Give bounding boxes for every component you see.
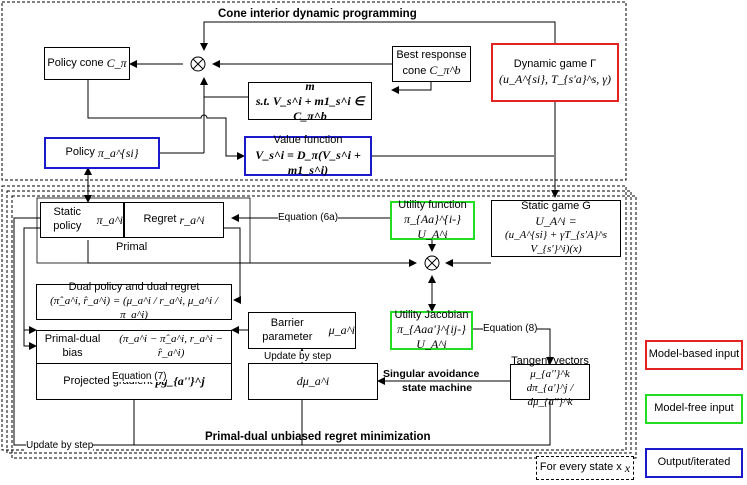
legend-model-free: Model-free input bbox=[645, 394, 743, 424]
singular-avoidance-label: Singular avoidance bbox=[383, 368, 480, 380]
legend-model-based: Model-based input bbox=[645, 340, 743, 370]
dual-policy-box: Dual policy and dual regret (π̂_a^i, r̂_… bbox=[36, 281, 232, 321]
utility-function-box: Utility function π_{Aa}^{i-} U_A^i bbox=[390, 199, 475, 241]
edge-label-update-by-step: Update by step bbox=[264, 351, 332, 362]
tangent-vectors-box: Tangent vectors μ_{a''}^k dπ_{a'}^j / dμ… bbox=[510, 354, 590, 408]
group-stack-3 bbox=[11, 195, 637, 459]
math-c-pi: C_π bbox=[106, 56, 127, 70]
primal-dual-bias-box: Primal-dual bias(π_a^i − π̂_a^i, r_a^i −… bbox=[36, 330, 232, 364]
dynamic-game-box: Dynamic game Γ (u_A^{si}, T_{s'a}^s, γ) bbox=[491, 43, 619, 102]
m-constraint-box: m s.t. V_s^i + m1_s^i ∈ C_π^b bbox=[248, 79, 372, 123]
value-function-box: Value function V_s^i = D_π(V_s^i + m1_s^… bbox=[244, 134, 372, 177]
group-stack-2 bbox=[6, 190, 632, 454]
dmu-box: dμ_a^i bbox=[248, 363, 378, 400]
sum-junction-bottom bbox=[424, 255, 440, 271]
state-machine-label: state machine bbox=[402, 382, 473, 394]
edge-label-eq8: Equation (8) bbox=[483, 323, 538, 334]
sum-junction-top bbox=[190, 56, 206, 72]
edge-label-eq7: Equation (7) bbox=[112, 371, 167, 382]
best-response-box: Best response cone C_π^b bbox=[392, 46, 471, 82]
group-cone-dp bbox=[1, 1, 627, 181]
edge-label-update-by-step-bottom: Update by step bbox=[26, 440, 94, 451]
legend-output-iterated: Output/iterated bbox=[645, 448, 743, 478]
static-game-box: Static game G U_A^i = (u_A^{si} + γT_{s'… bbox=[491, 200, 621, 257]
title-cone-dp: Cone interior dynamic programming bbox=[218, 8, 417, 20]
edge-label-eq6a: Equation (6a) bbox=[278, 212, 339, 223]
group-primal-dual bbox=[1, 185, 627, 451]
utility-jacobian-box: Utility Jacobian π_{Aaa'}^{ij-} U_A^i bbox=[390, 309, 473, 351]
primal-label: Primal bbox=[116, 241, 148, 253]
title-primal-dual: Primal-dual unbiased regret minimization bbox=[205, 431, 431, 443]
